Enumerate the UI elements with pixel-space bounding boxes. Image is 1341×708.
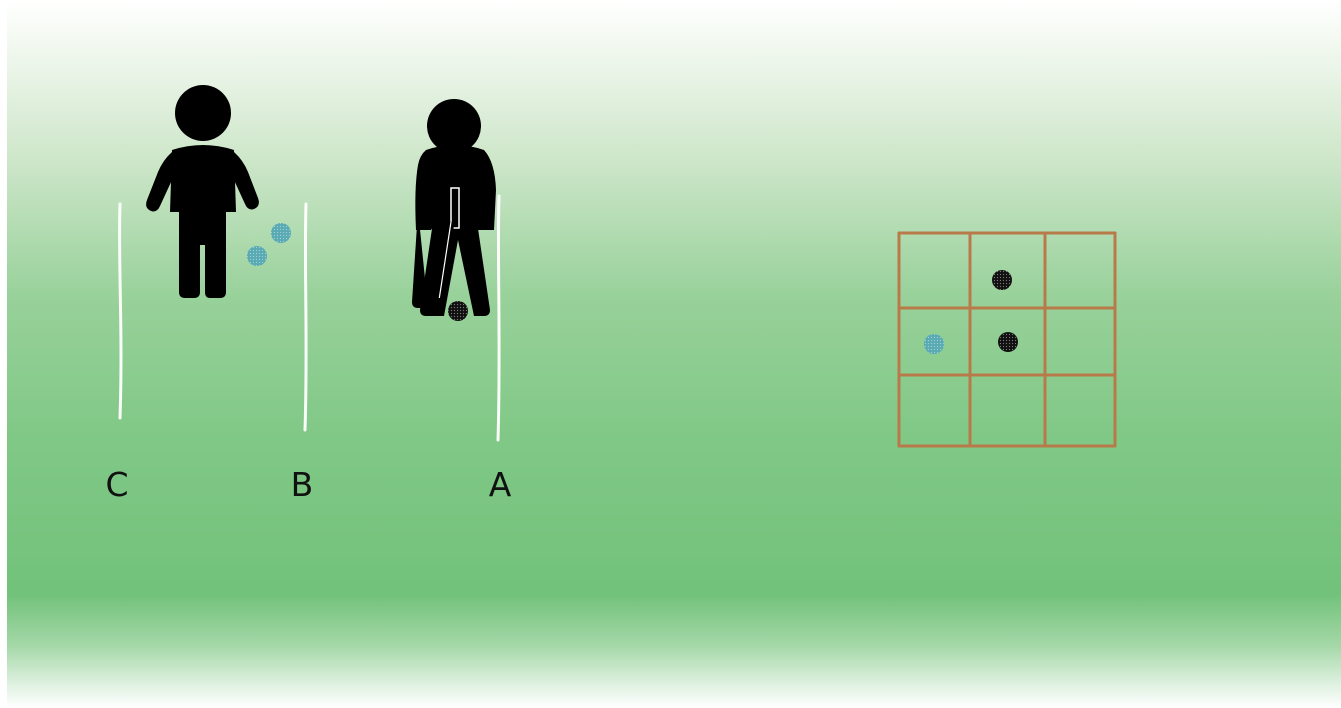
black-ball-at-putter xyxy=(448,301,468,321)
chalk-line-b xyxy=(305,204,306,430)
chalk-line-a xyxy=(498,196,499,440)
line-label-c: C xyxy=(105,465,128,504)
chalk-line-c xyxy=(120,204,121,418)
line-label-a: A xyxy=(489,465,512,504)
line-label-b: B xyxy=(291,465,314,504)
